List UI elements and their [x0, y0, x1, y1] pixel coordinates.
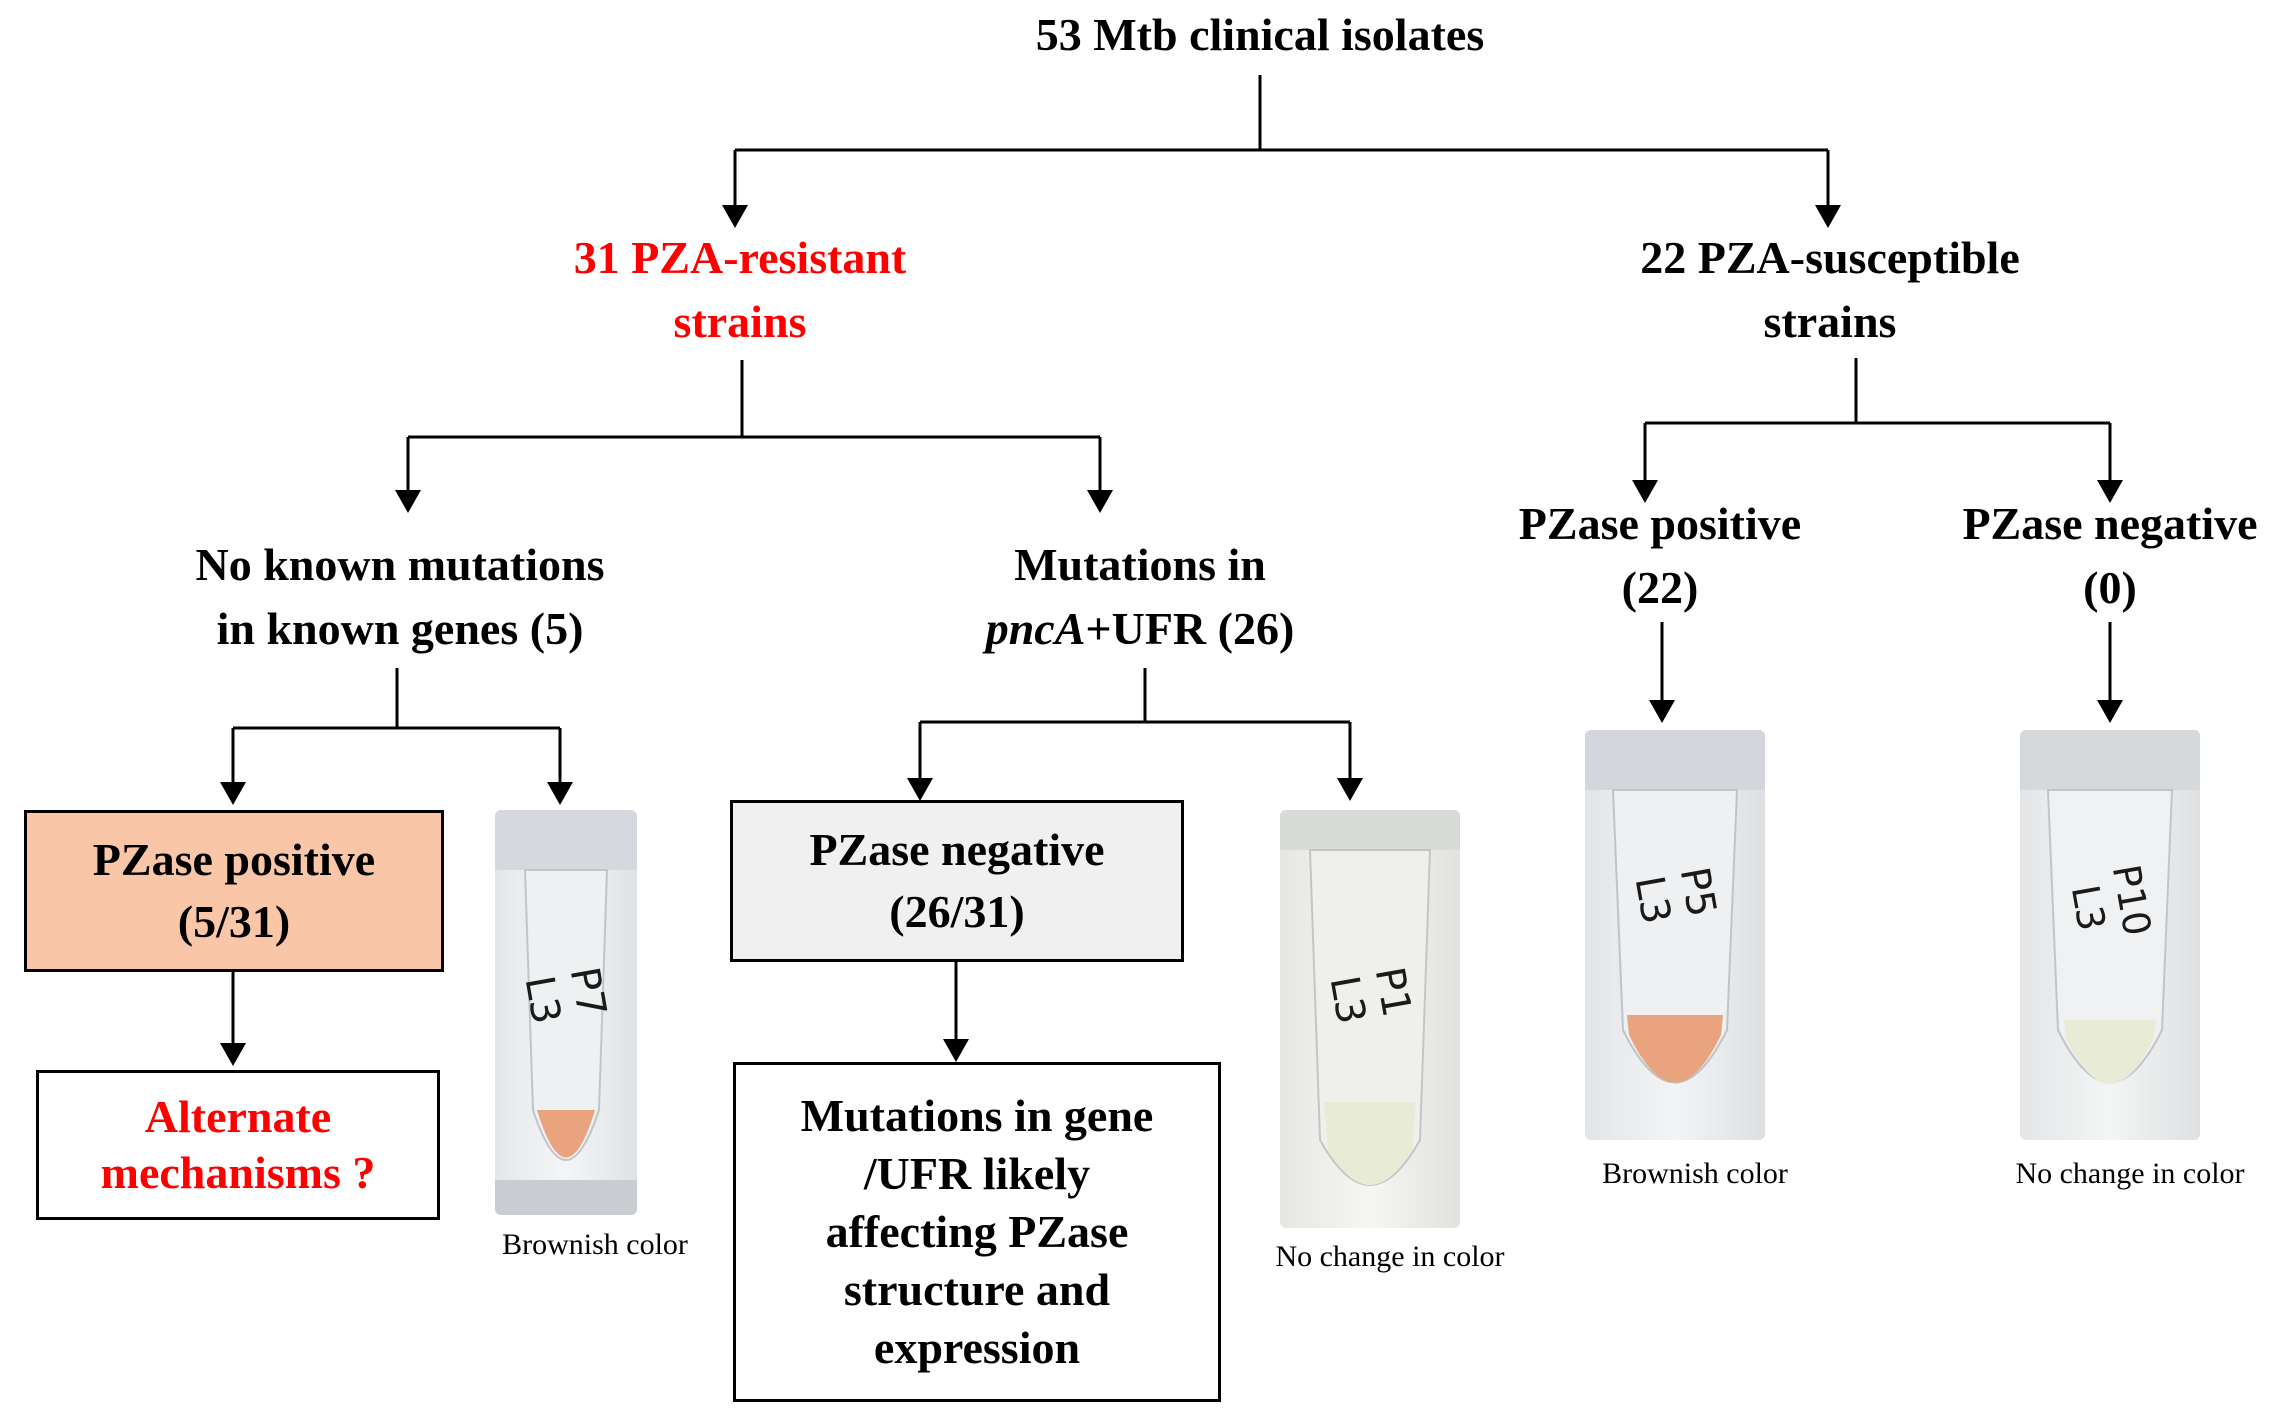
effect-line1: Mutations in gene: [800, 1090, 1154, 1141]
tube-p10-drawing: [2020, 730, 2200, 1084]
tube-p10-caption: No change in color: [2015, 1157, 2245, 1190]
pzase-positive-line1: PZase positive: [92, 834, 376, 885]
tube-photo-p1: P1 L3: [1280, 810, 1460, 1228]
root-title: 53 Mtb clinical isolates: [960, 3, 1560, 67]
alternate-line1: Alternate: [144, 1091, 332, 1142]
tube-p1-drawing: [1280, 810, 1460, 1186]
tube-p5-label: P5 L3: [1625, 863, 1725, 928]
pzase-positive-line2: (5/31): [177, 896, 291, 947]
no-mutation-line1: No known mutations: [195, 539, 605, 590]
effect-line3: affecting PZase: [825, 1206, 1129, 1257]
clear-liquid: [1324, 1102, 1416, 1185]
root-label: 53 Mtb clinical isolates: [1035, 9, 1485, 60]
clear-liquid: [2064, 1020, 2156, 1084]
tube-p5-drawing: [1585, 730, 1765, 1084]
mutation-line2: pncA+UFR (26): [880, 597, 1400, 661]
tube-photo-p5: P5 L3: [1585, 730, 1765, 1140]
susceptible-line1: 22 PZA-susceptible: [1640, 232, 2020, 283]
pzase-negative-line1: PZase negative: [809, 824, 1105, 875]
susc-negative-line2: (0): [2083, 562, 2137, 613]
effect-line2: /UFR likely: [863, 1148, 1091, 1199]
susceptible-line2: strains: [1763, 296, 1897, 347]
tube-photo-p10: P10 L3: [2020, 730, 2200, 1140]
tube-p1-caption: No change in color: [1275, 1240, 1505, 1273]
resistant-strains-label: 31 PZA-resistant strains: [480, 226, 1000, 354]
pnca-gene: pncA: [985, 603, 1086, 654]
resistant-line1: 31 PZA-resistant: [573, 232, 907, 283]
susceptible-pzase-negative-label: PZase negative (0): [1930, 492, 2290, 620]
tube-p7-label: P7 L3: [515, 963, 615, 1028]
mutation-line1: Mutations in: [1014, 539, 1266, 590]
tube-p7-drawing: [495, 810, 637, 1215]
susceptible-pzase-positive-label: PZase positive (22): [1480, 492, 1840, 620]
alternate-mechanisms-box: Alternate mechanisms ?: [36, 1070, 440, 1220]
mutation-effect-box: Mutations in gene /UFR likely affecting …: [733, 1062, 1221, 1402]
pzase-negative-box: PZase negative (26/31): [730, 800, 1184, 962]
susc-positive-line1: PZase positive: [1518, 498, 1802, 549]
effect-line4: structure and: [843, 1264, 1111, 1315]
no-mutation-line2: in known genes (5): [216, 603, 584, 654]
no-known-mutations-label: No known mutations in known genes (5): [130, 533, 670, 661]
tube-photo-p7: P7 L3: [495, 810, 637, 1215]
tube-p1-label: P1 L3: [1320, 963, 1420, 1028]
pzase-positive-box: PZase positive (5/31): [24, 810, 444, 972]
susc-negative-line1: PZase negative: [1962, 498, 2258, 549]
resistant-line2: strains: [673, 296, 807, 347]
pzase-negative-line2: (26/31): [889, 886, 1025, 937]
brownish-liquid: [1627, 1015, 1723, 1083]
alternate-line2: mechanisms ?: [100, 1147, 376, 1198]
tube-p7-caption: Brownish color: [502, 1228, 688, 1261]
brownish-liquid: [537, 1110, 595, 1158]
pnca-mutations-label: Mutations in pncA+UFR (26): [880, 533, 1400, 661]
susceptible-strains-label: 22 PZA-susceptible strains: [1560, 226, 2100, 354]
tube-p5-caption: Brownish color: [1602, 1157, 1788, 1190]
mutation-line2-rest: +UFR (26): [1085, 603, 1295, 654]
susc-positive-line2: (22): [1621, 562, 1699, 613]
effect-line5: expression: [873, 1322, 1081, 1373]
